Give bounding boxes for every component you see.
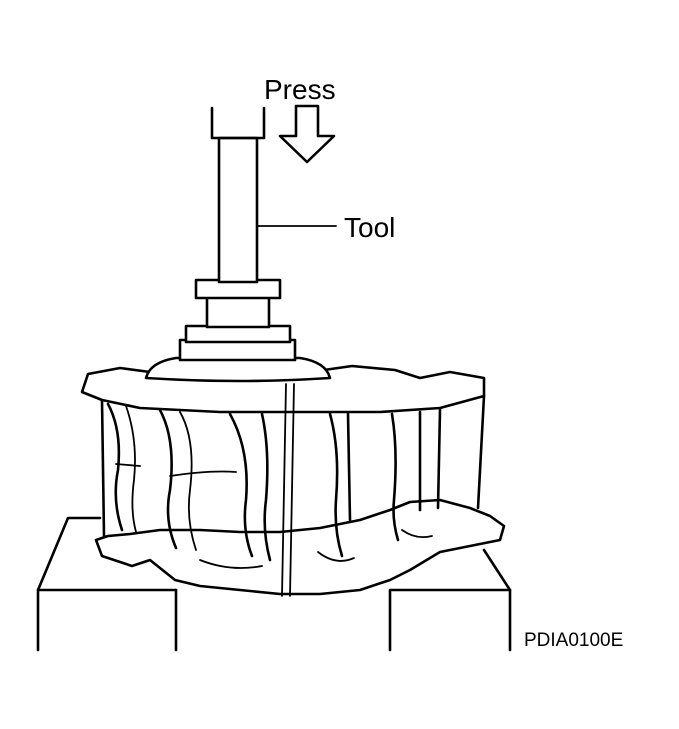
housing	[80, 364, 506, 597]
left-support-block	[36, 516, 178, 652]
figure-code: PDIA0100E	[524, 630, 623, 651]
tool-shaft	[194, 106, 282, 329]
press-arrow-icon	[278, 104, 336, 164]
tool-label: Tool	[344, 212, 395, 243]
press-label: Press	[264, 74, 336, 105]
hub	[144, 324, 332, 383]
right-support-block	[388, 548, 512, 652]
